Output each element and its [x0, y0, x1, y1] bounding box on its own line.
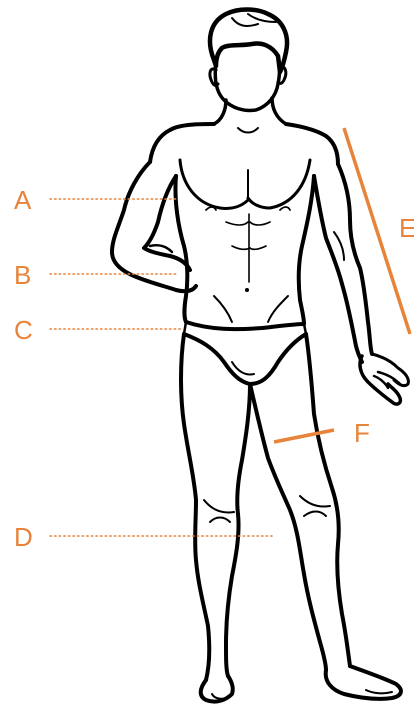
- marker-b-label: B: [14, 260, 31, 290]
- marker-d-label: D: [14, 522, 33, 552]
- marker-c-label: C: [14, 315, 33, 345]
- marker-a-label: A: [14, 185, 32, 215]
- marker-f-label: F: [354, 418, 370, 448]
- marker-f-line: [274, 430, 334, 442]
- marker-e-label: E: [399, 213, 414, 243]
- male-body-outline-icon: [112, 10, 408, 702]
